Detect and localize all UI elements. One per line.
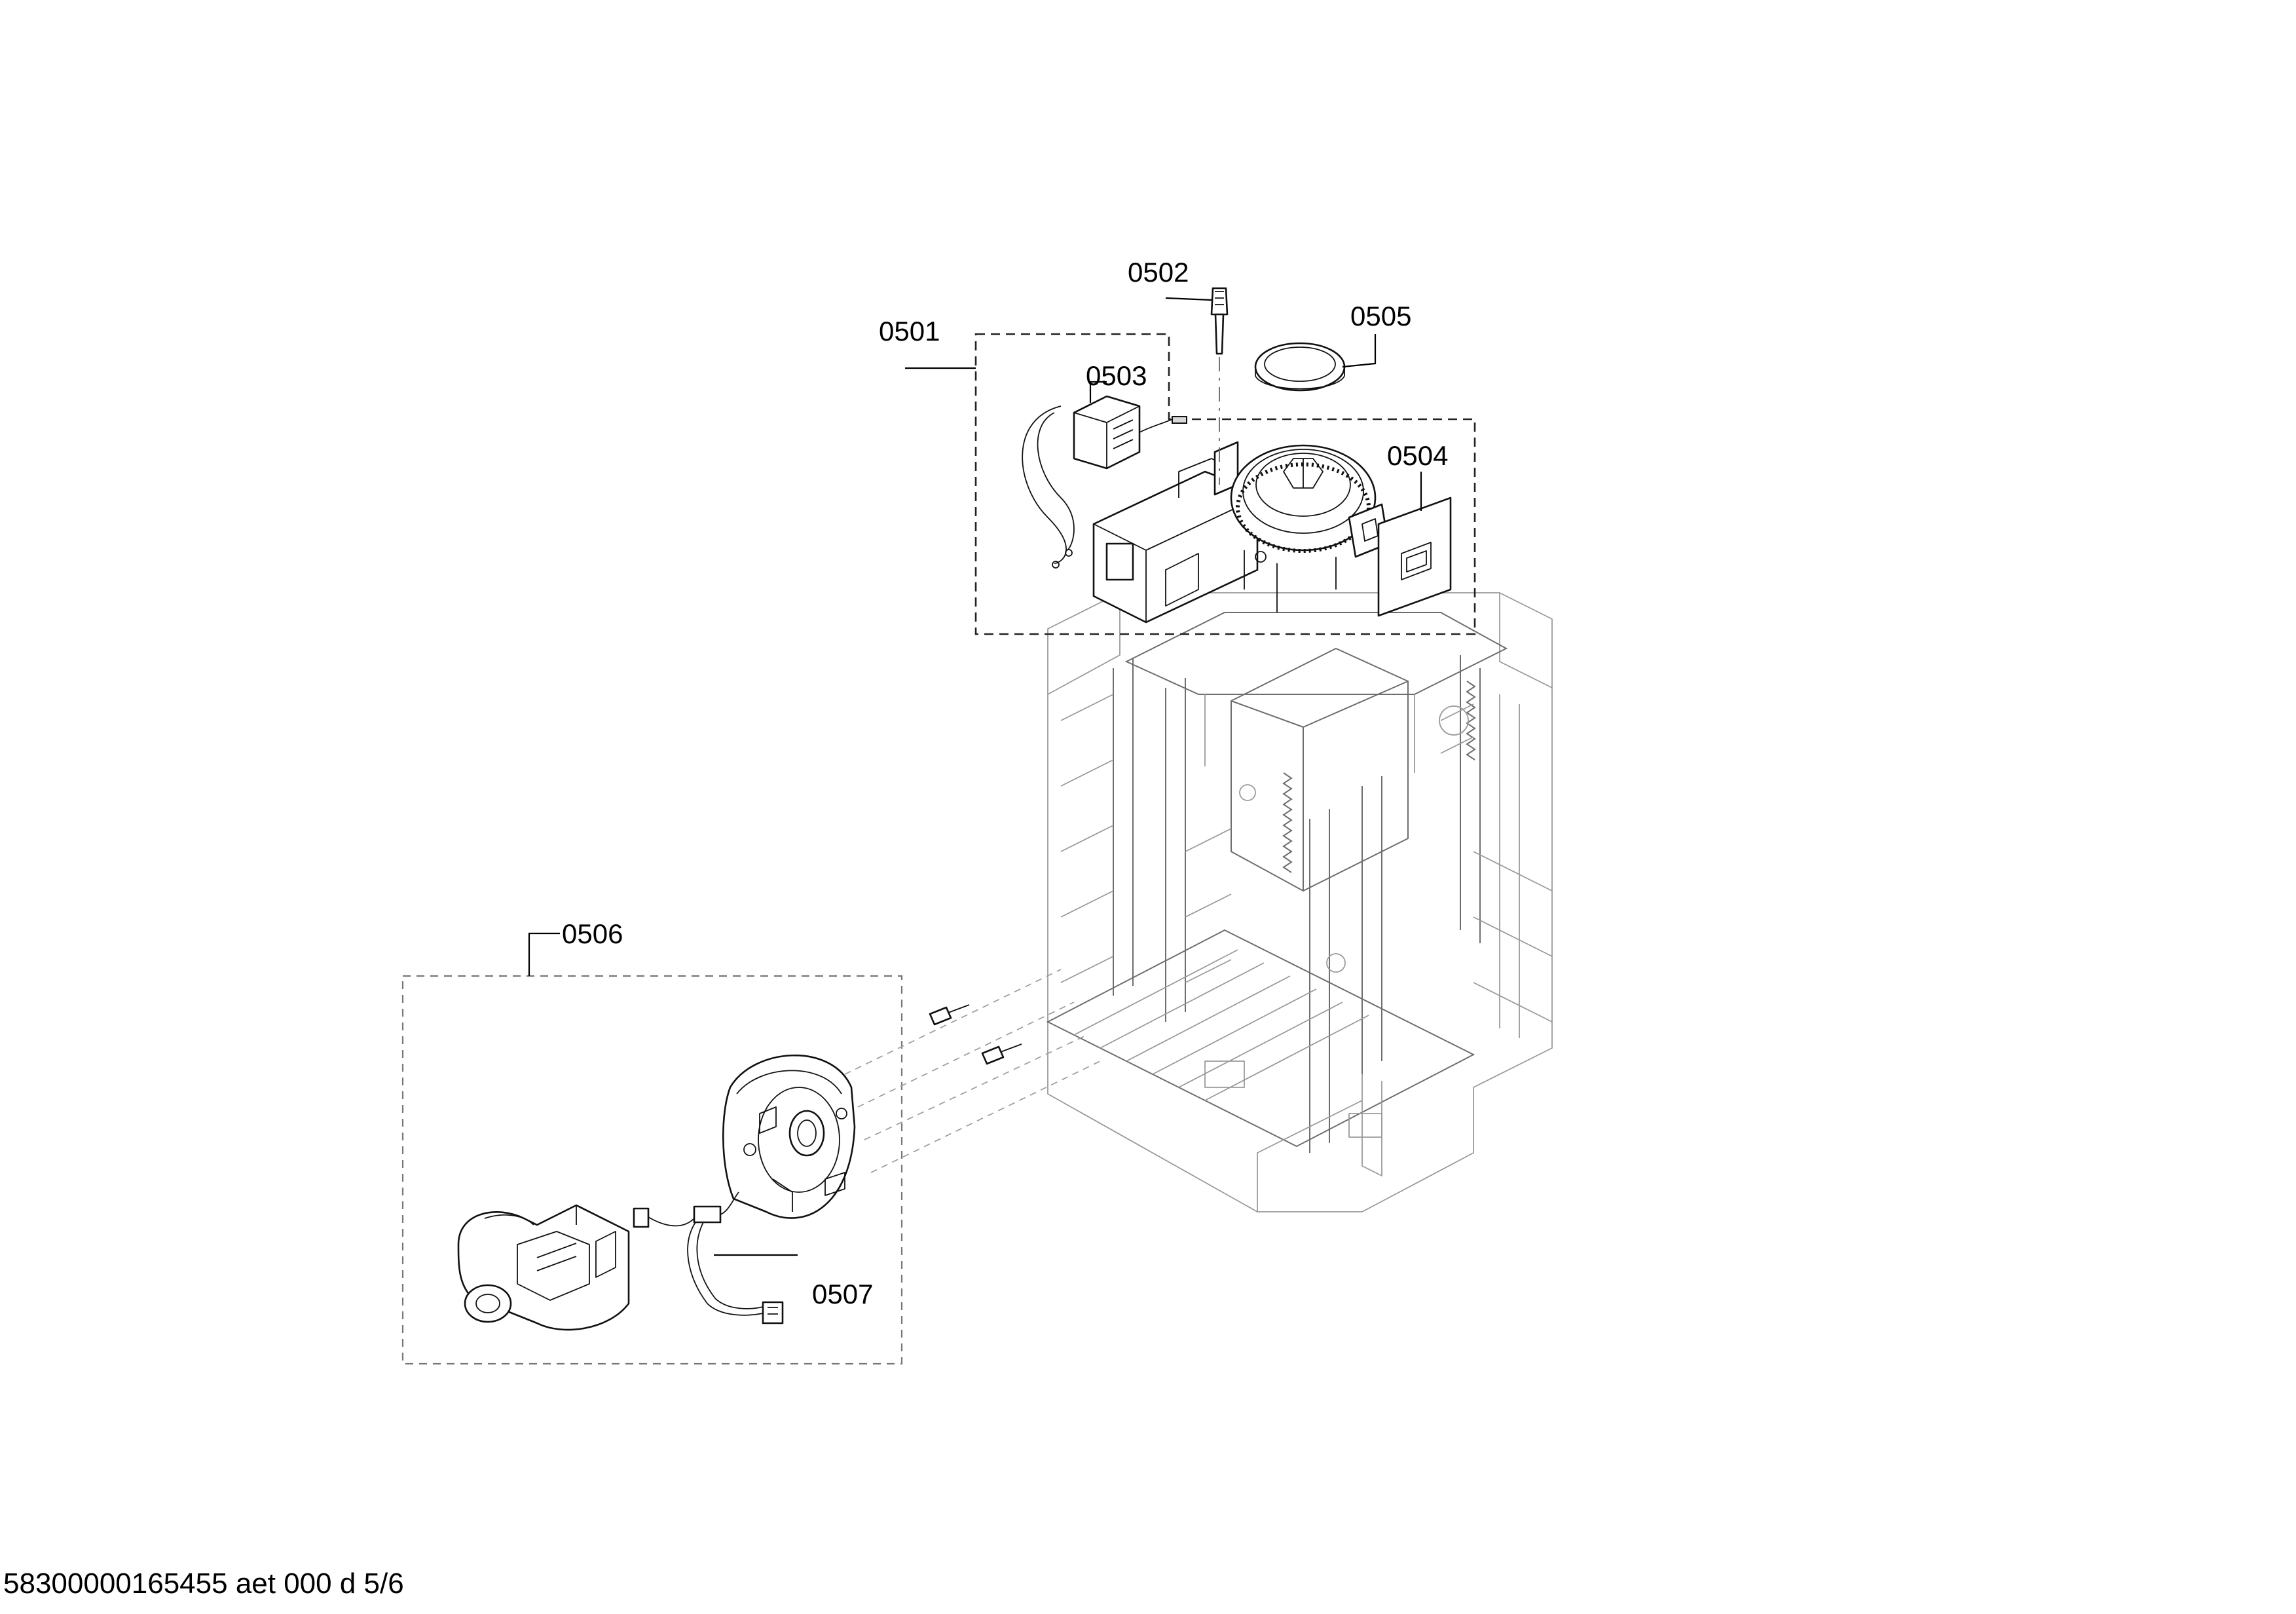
- part-0506-fan-housing-front: [722, 1054, 856, 1219]
- callout-0501: 0501: [879, 316, 940, 347]
- callout-0506: 0506: [562, 918, 623, 949]
- callout-0504: 0504: [1387, 440, 1448, 471]
- group-0501-outline: [974, 333, 1476, 635]
- leader-lines: [528, 297, 1422, 1256]
- callout-0507: 0507: [812, 1279, 873, 1309]
- part-0504-cover-plate: [1377, 497, 1452, 617]
- machine-frame-ghost: [1046, 592, 1553, 1212]
- callout-labels: 0501 0502 0503 0504 0505 0506 0507: [562, 257, 1448, 1309]
- document-code: 58300000165455 aet 000 d 5/6: [3, 1567, 404, 1600]
- mounting-screws: [844, 969, 1101, 1173]
- part-0506-fan-housing-rear: [457, 1204, 630, 1331]
- part-0507-wiring-harness: [633, 1192, 784, 1324]
- callout-0503: 0503: [1086, 360, 1147, 391]
- callout-0505: 0505: [1350, 301, 1411, 331]
- part-0501-grinder-housing: [1092, 441, 1390, 624]
- group-0506-outline: [401, 975, 903, 1365]
- part-0503-sensor-coil: [1022, 395, 1187, 569]
- part-0505-ring-seal: [1254, 342, 1346, 392]
- callout-0502: 0502: [1128, 257, 1189, 288]
- part-0502-drive-pin: [1210, 287, 1229, 485]
